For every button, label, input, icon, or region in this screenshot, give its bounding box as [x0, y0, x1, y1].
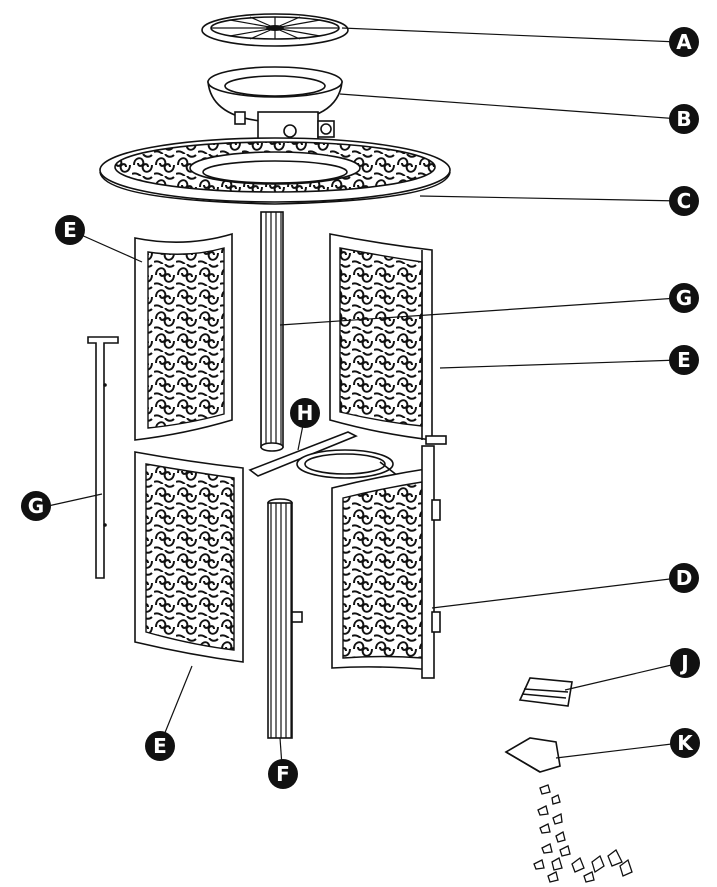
svg-text:F: F — [276, 762, 290, 786]
svg-text:G: G — [676, 286, 692, 310]
burner-bowl — [207, 66, 343, 145]
panel-lower-left — [134, 451, 244, 663]
svg-text:J: J — [679, 651, 688, 675]
svg-text:E: E — [63, 218, 77, 242]
panel-upper-left — [134, 232, 233, 441]
svg-text:E: E — [677, 348, 691, 372]
door-panel — [331, 445, 441, 679]
callout-b: B — [669, 104, 699, 134]
callout-g-center: G — [669, 283, 699, 313]
lava-bag-small — [518, 677, 573, 707]
callout-a: A — [669, 27, 699, 57]
svg-text:E: E — [153, 734, 167, 758]
callout-e-lower-left: E — [145, 731, 175, 761]
lava-bag-open — [504, 737, 633, 883]
lava-rocks — [533, 784, 633, 883]
callout-g-left: G — [21, 491, 51, 521]
callouts: A B C E G E H G D J E K F — [21, 27, 700, 789]
panel-upper-right — [329, 233, 433, 441]
callout-d: D — [669, 563, 699, 593]
svg-text:B: B — [676, 107, 691, 131]
callout-e-upper-right: E — [669, 345, 699, 375]
svg-text:C: C — [677, 189, 692, 213]
svg-text:D: D — [676, 566, 693, 590]
svg-text:A: A — [676, 30, 692, 54]
callout-c: C — [669, 186, 699, 216]
callout-k: K — [670, 728, 700, 758]
svg-text:G: G — [28, 494, 44, 518]
leg-center-upper — [260, 211, 284, 452]
svg-text:H: H — [297, 401, 314, 425]
leg-center-lower — [267, 498, 303, 739]
callout-j: J — [670, 648, 700, 678]
svg-text:K: K — [677, 731, 694, 755]
callout-h: H — [290, 398, 320, 428]
leg-left — [87, 336, 119, 579]
top-grate — [201, 13, 349, 47]
callout-f: F — [268, 759, 298, 789]
callout-e-upper-left: E — [55, 215, 85, 245]
table-top — [99, 137, 451, 205]
